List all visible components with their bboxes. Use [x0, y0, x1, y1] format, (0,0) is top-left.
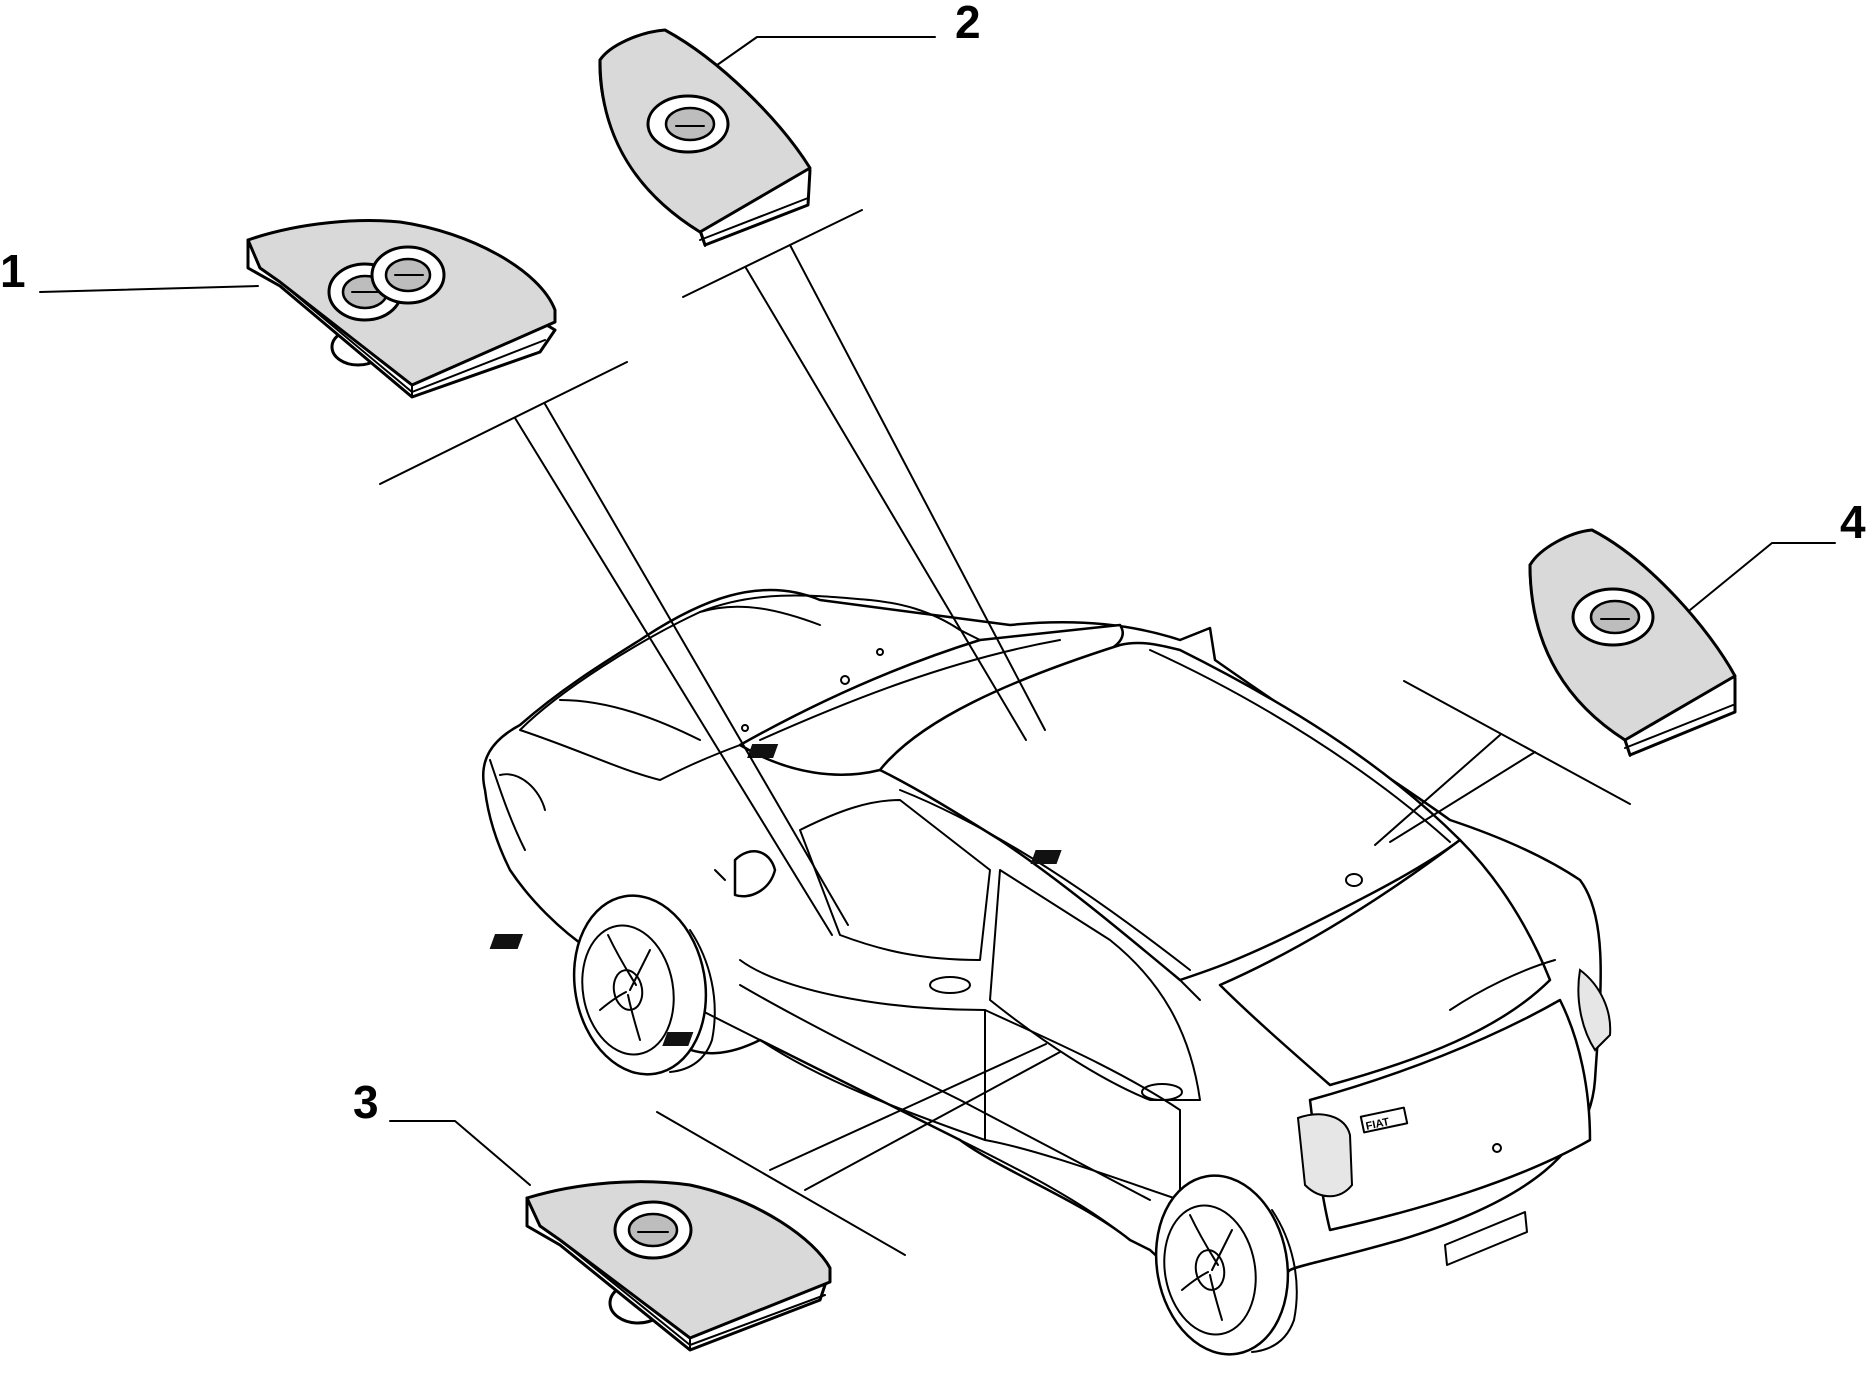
- car-rear-wheel: [1154, 1174, 1298, 1356]
- car-rear-window: [1218, 838, 1552, 1087]
- car-roof-rail: [899, 789, 1191, 971]
- car-washer-jet-2: [741, 724, 749, 732]
- car-side-repeater: [714, 869, 726, 881]
- callout-1: 1: [0, 245, 259, 297]
- car-lock: [1492, 1143, 1502, 1153]
- car-roof: [878, 641, 1462, 982]
- callout-2: 2: [709, 0, 981, 71]
- callout-4-label: 4: [1840, 496, 1866, 548]
- car-wiper-pivot: [840, 675, 850, 685]
- car-aerial-base: [1345, 873, 1363, 887]
- switch-4-button: [1571, 587, 1655, 647]
- callout-3: 3: [353, 1076, 531, 1186]
- car-badge-text: FIAT: [1365, 1116, 1391, 1133]
- guide-lines: [379, 209, 1631, 1256]
- car-badge: [1359, 1106, 1409, 1134]
- guide-2-plane: [682, 209, 863, 298]
- car-rear-door-outline: [984, 1009, 1181, 1201]
- switch-2-single-window-switch: [598, 28, 812, 247]
- callout-2-leader: [709, 36, 936, 71]
- callout-1-label: 1: [0, 245, 26, 297]
- car-hood-crease-2: [699, 605, 821, 626]
- switch-1-button-b: [370, 245, 446, 305]
- guide-3-plane: [656, 1111, 906, 1256]
- switch-3-edge-lines: [559, 1239, 826, 1351]
- mark-switch-4-location: [1030, 850, 1062, 864]
- car-side-mirror: [733, 850, 777, 898]
- car-rear-wiper: [1449, 959, 1556, 1011]
- switch-1-double-window-switch: [246, 219, 557, 399]
- car-washer-jet-1: [876, 648, 884, 656]
- car-plate-recess: [1444, 1211, 1528, 1266]
- car-front-bumper: [489, 759, 526, 851]
- callout-4-leader: [1689, 542, 1836, 611]
- mark-switch-1-location: [489, 934, 524, 949]
- car-front-door-handle: [929, 976, 971, 994]
- callout-3-label: 3: [353, 1076, 379, 1128]
- guide-4-plane: [1403, 680, 1631, 805]
- car-hood-crease: [559, 699, 701, 741]
- car-roof-rail-2: [1149, 649, 1451, 843]
- car-front-side-window: [799, 799, 991, 961]
- switch-3-button: [613, 1200, 693, 1260]
- switch-4-single-window-switch: [1528, 528, 1737, 757]
- switch-1-edge-lines: [279, 281, 546, 398]
- car-rear-door-handle: [1141, 1083, 1183, 1101]
- car-headlight: [499, 773, 546, 811]
- car-right-taillight: [1577, 968, 1612, 1052]
- car-hatchback-isometric: FIAT: [482, 588, 1612, 1356]
- switch-3-face: [525, 1180, 832, 1340]
- car-left-taillight: [1296, 1113, 1354, 1198]
- callout-4: 4: [1689, 496, 1866, 611]
- switch-2-edge-lines: [699, 197, 809, 247]
- car-front-wheel: [572, 894, 716, 1076]
- callout-2-label: 2: [955, 0, 981, 48]
- car-rear-bumper-line: [1329, 1139, 1591, 1231]
- car-sill-rear: [959, 1139, 1131, 1241]
- mark-switch-3-location: [662, 1032, 694, 1046]
- mark-switch-2-location: [747, 744, 779, 758]
- callout-3-leader: [389, 1120, 531, 1186]
- switch-3-single-window-switch: [525, 1180, 832, 1352]
- callout-1-leader: [39, 285, 259, 293]
- switch-4-edge-lines: [1624, 704, 1734, 757]
- switch-2-button: [646, 94, 730, 154]
- guide-1-plane-a: [379, 361, 628, 485]
- car-roof-rear-edge: [1179, 979, 1201, 1001]
- car-wiper: [759, 639, 1061, 741]
